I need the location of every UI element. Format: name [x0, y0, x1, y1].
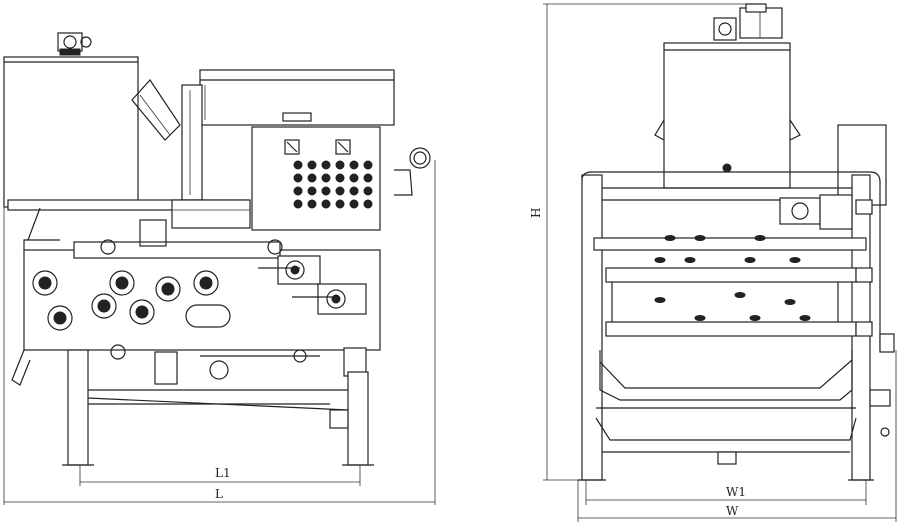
- spray-nozzle-icon: [654, 257, 666, 263]
- panel-button-icon: [307, 173, 317, 183]
- belt-layer-1: [593, 237, 867, 251]
- panel-button-icon: [321, 160, 331, 170]
- roller-icon: [193, 270, 219, 296]
- roller-icon: [47, 305, 73, 331]
- panel-button-icon: [293, 173, 303, 183]
- panel-button-icon: [349, 199, 359, 209]
- mixing-tank: [3, 56, 139, 208]
- panel-button-icon: [321, 173, 331, 183]
- roller-icon: [109, 270, 135, 296]
- panel-button-icon: [363, 186, 373, 196]
- spray-nozzle-icon: [799, 315, 811, 321]
- spray-nozzle-icon: [749, 315, 761, 321]
- panel-button-icon: [349, 160, 359, 170]
- panel-button-icon: [335, 160, 345, 170]
- panel-button-icon: [321, 199, 331, 209]
- spray-nozzle-icon: [789, 257, 801, 263]
- spray-nozzle-icon: [664, 235, 676, 241]
- belt-layer-3: [605, 321, 857, 337]
- spray-nozzle-icon: [734, 292, 746, 298]
- spray-nozzle-icon: [754, 235, 766, 241]
- spray-nozzle-icon: [694, 235, 706, 241]
- feed-chute: [131, 79, 181, 141]
- panel-button-icon: [321, 186, 331, 196]
- dim-label-l: L: [215, 487, 223, 501]
- drive-gear-icon: [258, 255, 367, 315]
- dim-label-l1: L1: [215, 466, 231, 480]
- panel-button-icon: [335, 186, 345, 196]
- panel-button-icon: [307, 186, 317, 196]
- panel-button-icon: [293, 199, 303, 209]
- spray-nozzle-icon: [654, 297, 666, 303]
- end-motor-icon: [713, 3, 783, 41]
- pipe-outlet: [409, 147, 431, 169]
- panel-buttons: [293, 160, 373, 209]
- panel-button-icon: [349, 186, 359, 196]
- end-view: H: [529, 3, 897, 522]
- tank-motor-icon: [57, 32, 92, 56]
- panel-button-icon: [349, 173, 359, 183]
- panel-button-icon: [335, 173, 345, 183]
- dim-label-w: W: [726, 504, 739, 518]
- belt-layer-2: [605, 267, 857, 283]
- spray-nozzle-icon: [684, 257, 696, 263]
- inspection-window: [185, 304, 231, 328]
- press-rollers: [32, 270, 219, 331]
- panel-button-icon: [293, 160, 303, 170]
- hopper: [171, 199, 251, 229]
- panel-button-icon: [307, 160, 317, 170]
- roller-icon: [129, 299, 155, 325]
- dim-label-w1: W1: [726, 485, 746, 499]
- panel-button-icon: [363, 173, 373, 183]
- bottom-tray: [595, 417, 857, 441]
- panel-switch-icon: [284, 139, 351, 155]
- spray-nozzle-icon: [784, 299, 796, 305]
- roller-icon: [155, 276, 181, 302]
- panel-button-icon: [363, 199, 373, 209]
- panel-button-icon: [293, 186, 303, 196]
- panel-button-icon: [335, 199, 345, 209]
- end-drive-motor-icon: [779, 194, 853, 230]
- roller-icon: [91, 293, 117, 319]
- spray-nozzles: [654, 235, 811, 321]
- spray-nozzle-icon: [744, 257, 756, 263]
- roller-icon: [32, 270, 58, 296]
- panel-button-icon: [363, 160, 373, 170]
- side-view: L1 L: [3, 32, 436, 505]
- panel-button-icon: [307, 199, 317, 209]
- end-fittings: [855, 199, 895, 437]
- spray-nozzle-icon: [694, 315, 706, 321]
- dim-label-h: H: [529, 208, 543, 218]
- drain-tray: [599, 350, 853, 401]
